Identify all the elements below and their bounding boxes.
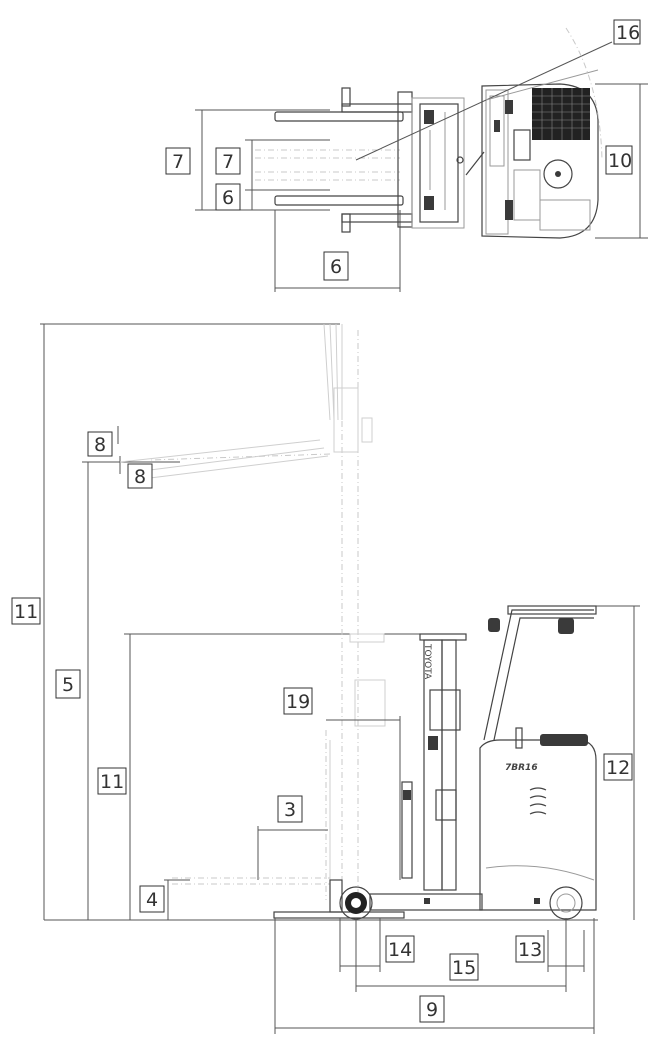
svg-text:13: 13 bbox=[518, 939, 542, 961]
svg-text:11: 11 bbox=[100, 771, 124, 793]
label-8-upper: 8 bbox=[87, 431, 113, 457]
model-badge-text: 7BR16 bbox=[505, 763, 538, 773]
svg-text:6: 6 bbox=[330, 256, 342, 278]
label-3: 3 bbox=[277, 795, 303, 823]
label-10: 10 bbox=[605, 145, 633, 175]
svg-text:15: 15 bbox=[452, 957, 476, 979]
svg-text:6: 6 bbox=[222, 187, 234, 209]
svg-text:9: 9 bbox=[426, 999, 438, 1021]
svg-text:14: 14 bbox=[388, 939, 412, 961]
mast-brand-text: TOYOTA bbox=[422, 643, 432, 680]
label-15: 15 bbox=[449, 953, 479, 981]
label-5: 5 bbox=[55, 669, 81, 699]
svg-text:8: 8 bbox=[94, 434, 106, 456]
svg-text:16: 16 bbox=[616, 22, 640, 44]
label-13: 13 bbox=[515, 935, 545, 963]
label-11-lowered: 11 bbox=[97, 767, 127, 795]
label-19: 19 bbox=[283, 687, 313, 715]
label-6-fork-spread: 6 bbox=[215, 183, 241, 211]
svg-text:10: 10 bbox=[608, 150, 632, 172]
svg-text:7: 7 bbox=[172, 151, 184, 173]
label-4: 4 bbox=[139, 885, 165, 913]
svg-text:8: 8 bbox=[134, 466, 146, 488]
label-6-fork-length: 6 bbox=[323, 251, 349, 281]
label-7-outer: 7 bbox=[165, 147, 191, 175]
dimension-labels: 16 7 7 10 6 6 8 8 bbox=[11, 19, 641, 1023]
label-11-overall: 11 bbox=[11, 597, 41, 625]
svg-text:5: 5 bbox=[62, 674, 74, 696]
svg-text:11: 11 bbox=[14, 601, 38, 623]
label-7-inner: 7 bbox=[215, 147, 241, 175]
label-12: 12 bbox=[603, 753, 633, 781]
label-9: 9 bbox=[419, 995, 445, 1023]
label-8-lower: 8 bbox=[127, 463, 153, 489]
svg-text:7: 7 bbox=[222, 151, 234, 173]
label-16: 16 bbox=[613, 19, 641, 45]
svg-text:3: 3 bbox=[284, 799, 296, 821]
svg-text:19: 19 bbox=[286, 691, 310, 713]
label-14: 14 bbox=[385, 935, 415, 963]
side-view: TOYOTA 7BR16 bbox=[40, 323, 640, 1034]
top-view bbox=[195, 27, 648, 292]
svg-text:4: 4 bbox=[146, 889, 158, 911]
svg-text:12: 12 bbox=[606, 757, 630, 779]
